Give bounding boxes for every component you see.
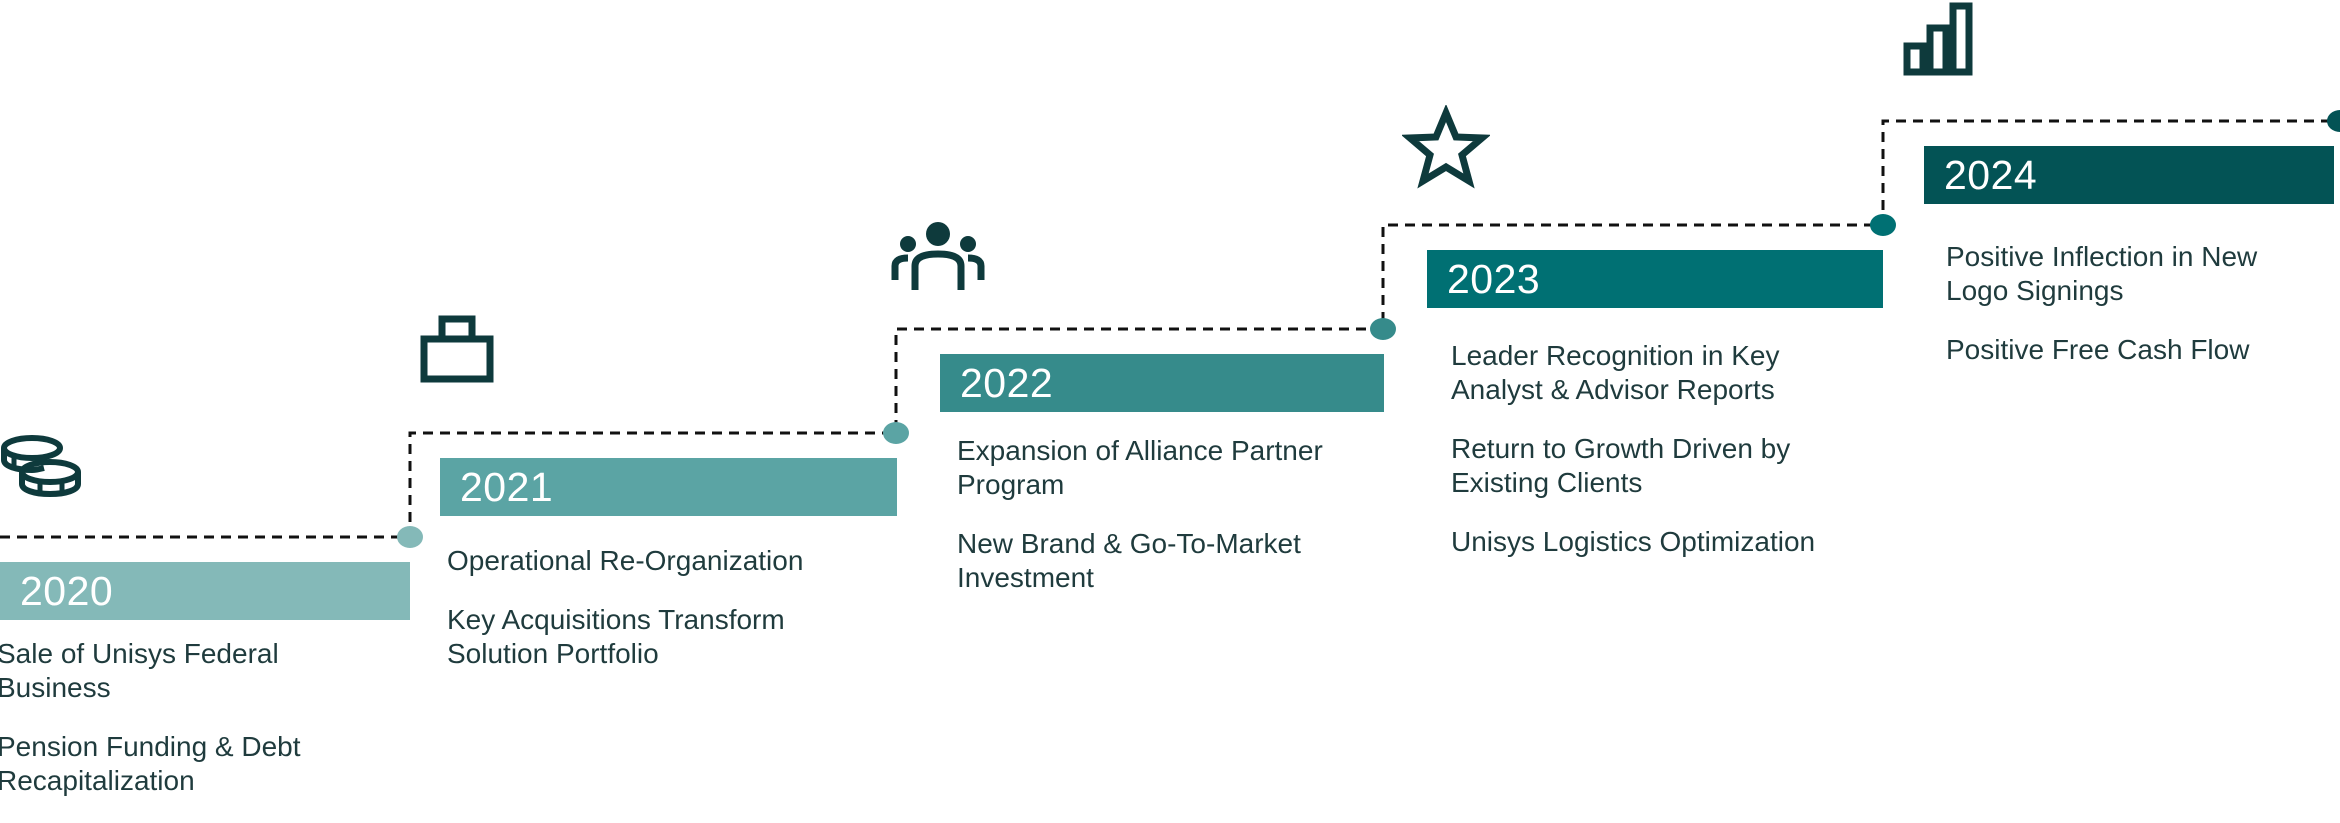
- milestone-item: Positive Free Cash Flow: [1946, 334, 2250, 365]
- milestone-2024-items: Positive Inflection in New Logo Signings…: [1946, 240, 2316, 392]
- year-bar-2024: 2024: [1924, 146, 2334, 204]
- timeline-connector: [0, 110, 2340, 548]
- milestone-item: Unisys Logistics Optimization: [1451, 526, 1816, 557]
- briefcase-icon: [420, 315, 494, 383]
- year-bar-2022: 2022: [940, 354, 1384, 412]
- year-bar-2023: 2023: [1427, 250, 1883, 308]
- milestone-item: Key Acquisitions Transform Solution Port…: [447, 604, 785, 669]
- milestone-dot-2021: [883, 422, 909, 444]
- milestone-item: Positive Inflection in New Logo Signings: [1946, 241, 2258, 306]
- milestone-2022-items: Expansion of Alliance Partner Program Ne…: [957, 434, 1377, 620]
- milestone-dot-2023: [1870, 214, 1896, 236]
- milestone-dot-2022: [1370, 318, 1396, 340]
- milestone-item: Operational Re-Organization: [447, 545, 804, 576]
- year-bar-2021: 2021: [440, 458, 897, 516]
- milestone-2023-items: Leader Recognition in Key Analyst & Advi…: [1451, 339, 1851, 584]
- milestone-dot-2024: [2327, 110, 2340, 132]
- milestone-item: Leader Recognition in Key Analyst & Advi…: [1451, 340, 1780, 405]
- milestone-2020-items: Sale of Unisys Federal Business Pension …: [0, 637, 330, 823]
- coins-icon: [1, 435, 81, 498]
- milestone-2021-items: Operational Re-Organization Key Acquisit…: [447, 544, 867, 696]
- bar-chart-icon: [1903, 2, 1973, 76]
- milestone-dot-2020: [397, 526, 423, 548]
- year-bar-2020: 2020: [0, 562, 410, 620]
- milestone-item: Pension Funding & Debt Recapitalization: [0, 731, 301, 796]
- connector-line: [0, 119, 2340, 539]
- milestone-item: New Brand & Go-To-Market Investment: [957, 528, 1301, 593]
- team-icon: [891, 222, 985, 290]
- star-icon: [1402, 105, 1490, 189]
- milestone-item: Expansion of Alliance Partner Program: [957, 435, 1323, 500]
- milestone-item: Return to Growth Driven by Existing Clie…: [1451, 433, 1791, 498]
- milestone-item: Sale of Unisys Federal Business: [0, 638, 279, 703]
